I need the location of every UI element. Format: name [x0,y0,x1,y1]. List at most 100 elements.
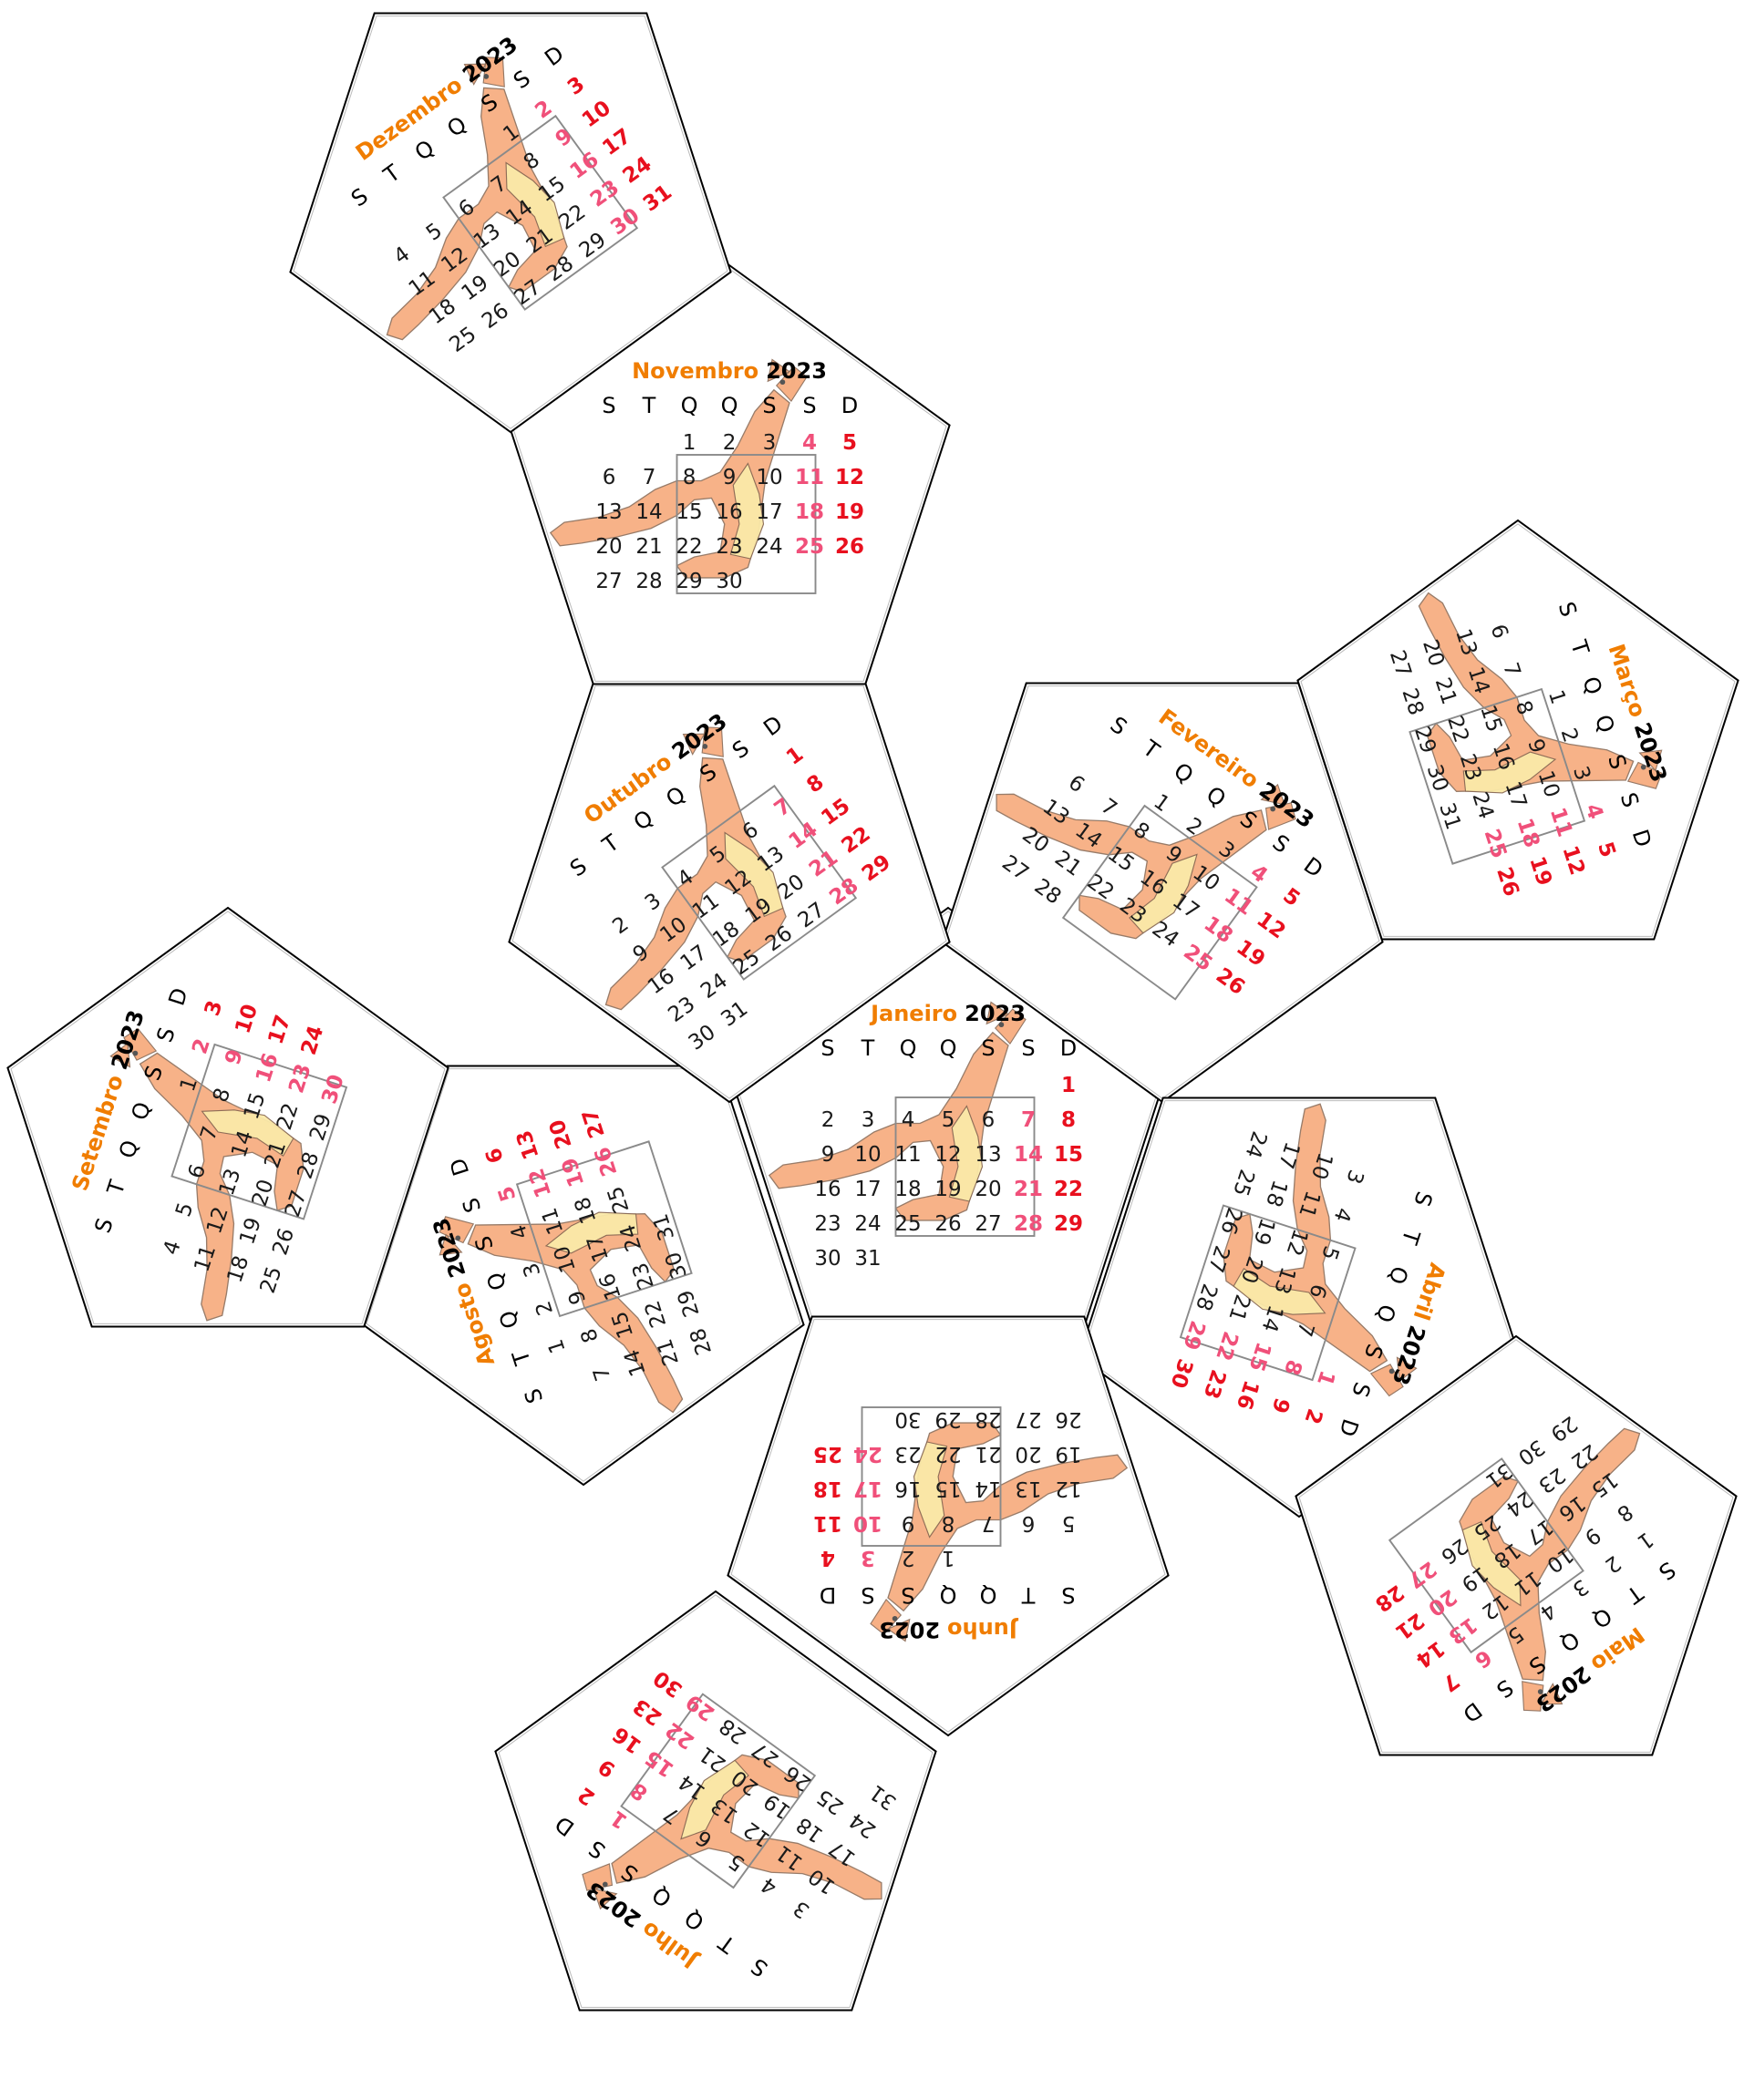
day-cell-saturday: 4 [802,431,817,455]
day-cell: 13 [595,500,622,524]
weekday-header: Q [721,393,738,418]
fold-line [730,1319,1166,1733]
day-cell: 6 [1022,1511,1036,1535]
day-cell-sunday: 5 [842,431,857,455]
day-cell: 21 [635,535,662,559]
month-name: Janeiro [869,1001,957,1026]
day-cell: 16 [894,1477,921,1500]
day-cell: 1 [942,1546,955,1570]
month-title: Junho2023 [879,1617,1018,1642]
day-cell: 30 [716,570,742,593]
day-cell: 27 [975,1212,1001,1236]
day-cell-saturday: 18 [795,500,824,524]
day-cell: 1 [683,431,697,455]
day-cell: 14 [975,1477,1001,1500]
day-cell-saturday: 7 [1021,1108,1036,1132]
day-cell: 16 [814,1178,841,1201]
day-cell-saturday: 5 [494,1183,521,1204]
month-year: 2023 [766,358,827,384]
day-cell: 9 [902,1511,915,1535]
day-cell-sunday: 26 [835,535,864,559]
day-cell: 26 [1055,1407,1081,1431]
day-cell-sunday: 1 [1061,1074,1076,1097]
fold-line [10,911,446,1324]
day-cell: 17 [756,500,782,524]
weekday-header: S [762,393,776,418]
month-year: 2023 [879,1617,940,1642]
day-cell: 10 [756,466,782,489]
month-face-4: Abril2023STQQSSD123456789101112131415161… [1078,1084,1521,1518]
day-cell: 19 [934,1178,961,1201]
day-cell: 22 [676,535,702,559]
day-cell: 24 [854,1212,881,1236]
day-cell-sunday: 3 [201,998,228,1019]
day-cell: 8 [942,1511,955,1535]
fold-line [944,685,1380,1099]
day-cell-saturday: 11 [795,466,824,489]
day-cell-saturday: 25 [795,535,824,559]
day-cell: 31 [854,1247,881,1271]
fold-line [1300,523,1736,937]
day-cell: 29 [676,570,702,593]
month-face-8: Agosto2023STQQSSD12345678910111213141516… [362,1065,805,1487]
day-cell-saturday: 1 [1312,1367,1339,1388]
fold-line [511,685,947,1099]
day-cell-sunday: 8 [1061,1108,1076,1132]
day-cell: 6 [603,466,616,489]
day-cell: 9 [723,466,737,489]
day-cell: 23 [716,535,742,559]
month-face-6: Junho2023STQQSSD123456789101112131415161… [727,1315,1170,1737]
day-cell: 26 [934,1212,961,1236]
day-cell: 2 [723,431,737,455]
day-cell: 24 [756,535,782,559]
day-cell: 23 [894,1442,921,1466]
weekday-header: S [1061,1582,1075,1608]
day-cell: 14 [635,500,662,524]
weekday-header: S [1021,1035,1035,1061]
month-face-12: Dezembro2023STQQSSD123456789101112131415… [284,12,732,434]
weekday-header: Q [681,393,698,418]
weekday-header: S [802,393,816,418]
day-cell: 15 [934,1477,961,1500]
weekday-header: S [602,393,615,418]
weekday-header: S [981,1035,995,1061]
day-cell-sunday: 25 [813,1442,842,1466]
day-cell: 11 [894,1143,921,1167]
day-cell: 3 [862,1108,875,1132]
day-cell-saturday: 14 [1014,1143,1043,1167]
day-cell: 5 [942,1108,955,1132]
month-face-9: Setembro2023STQQSSD123456789101112131415… [6,906,449,1341]
day-cell: 27 [595,570,622,593]
day-cell-sunday: 11 [813,1511,842,1535]
fold-line [498,1594,934,2008]
weekday-header: T [861,1035,875,1061]
weekday-header: S [901,1582,914,1608]
day-cell: 12 [934,1143,961,1167]
weekday-header: Q [980,1582,997,1608]
day-cell-saturday: 21 [1014,1178,1043,1201]
day-cell: 5 [1062,1511,1076,1535]
day-cell-sunday: 5 [1593,839,1620,860]
day-cell: 8 [683,466,697,489]
weekday-header: S [820,1035,834,1061]
day-cell: 20 [1015,1442,1041,1466]
month-face-2: Fevereiro2023STQQSSD12345678910111213141… [941,653,1384,1104]
day-cell-saturday: 2 [188,1035,215,1056]
month-face-10: Outubro2023STQQSSD1234567891011121314151… [502,682,951,1104]
day-cell: 13 [975,1143,1001,1167]
day-cell: 16 [716,500,742,524]
day-cell: 30 [894,1407,921,1431]
month-face-3: Março2023STQQSSD123456789101112131415161… [1296,519,1739,941]
weekday-header: Q [900,1035,917,1061]
day-cell: 30 [814,1247,841,1271]
day-cell: 9 [821,1143,835,1167]
weekday-header: D [841,393,858,418]
day-cell-sunday: 12 [835,466,864,489]
day-cell: 29 [934,1407,961,1431]
day-cell-sunday: 4 [820,1546,835,1570]
day-cell: 19 [1055,1442,1081,1466]
